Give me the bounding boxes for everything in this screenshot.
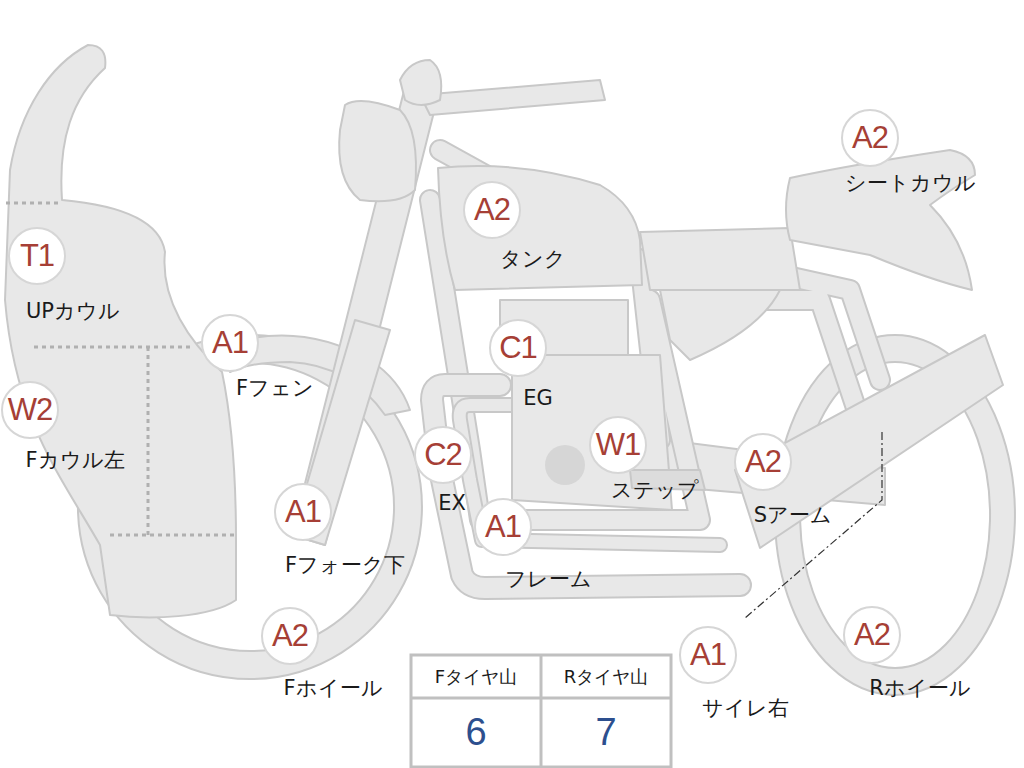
seat-cowl (786, 150, 975, 290)
tank (438, 166, 642, 290)
table-header: Fタイヤ山 (411, 655, 541, 698)
callout-code: A1 (474, 498, 532, 556)
damage-callout: A1Fフェン (201, 314, 259, 372)
part-name: Fホイール (283, 677, 382, 700)
part-name: シートカウル (845, 172, 976, 195)
tread-table (411, 655, 671, 767)
table-value: 7 (541, 698, 671, 767)
damage-callout: A1サイレ右 (679, 626, 737, 684)
table-value: 6 (411, 698, 541, 767)
front-fork (292, 75, 440, 545)
callout-code: A1 (679, 626, 737, 684)
damage-callout: A2Rホイール (843, 606, 901, 664)
damage-callout: A2Sアーム (734, 433, 792, 491)
damage-callout: A2シートカウル (841, 109, 899, 167)
part-name: Fカウル左 (25, 449, 124, 472)
callout-code: A2 (463, 181, 521, 239)
part-name: EG (523, 387, 553, 410)
muffler (735, 335, 1003, 548)
part-name: Fフェン (236, 377, 314, 400)
part-name: ステップ (611, 479, 699, 502)
damage-callout: A1フレーム (474, 498, 532, 556)
damage-callout: W2Fカウル左 (1, 381, 59, 439)
part-name: Rホイール (869, 677, 971, 700)
seat (640, 228, 800, 290)
callout-code: A2 (843, 606, 901, 664)
damage-callout: C1EG (489, 319, 547, 377)
callout-code: T1 (8, 227, 66, 285)
part-name: Fフォーク下 (285, 554, 405, 577)
damage-callout: A2タンク (463, 181, 521, 239)
table-header: Rタイヤ山 (541, 655, 671, 698)
part-name: サイレ右 (702, 697, 789, 720)
callout-code: A2 (734, 433, 792, 491)
callout-code: A1 (201, 314, 259, 372)
callout-code: A1 (274, 483, 332, 541)
part-name: タンク (500, 248, 566, 271)
part-name: Sアーム (754, 504, 832, 527)
callout-code: C2 (414, 426, 472, 484)
part-name: UPカウル (26, 300, 120, 323)
callout-code: C1 (489, 319, 547, 377)
part-name: EX (438, 492, 466, 515)
callout-code: A2 (841, 109, 899, 167)
callout-code: W1 (589, 416, 647, 474)
damage-callout: W1ステップ (589, 416, 647, 474)
part-name: フレーム (505, 568, 592, 591)
callout-code: W2 (1, 381, 59, 439)
front-cowl (5, 45, 236, 617)
damage-callout: C2EX (414, 426, 472, 484)
damage-callout: A2Fホイール (261, 607, 319, 665)
damage-callout: A1Fフォーク下 (274, 483, 332, 541)
callout-code: A2 (261, 607, 319, 665)
headlight (339, 101, 416, 201)
damage-callout: T1UPカウル (8, 227, 66, 285)
